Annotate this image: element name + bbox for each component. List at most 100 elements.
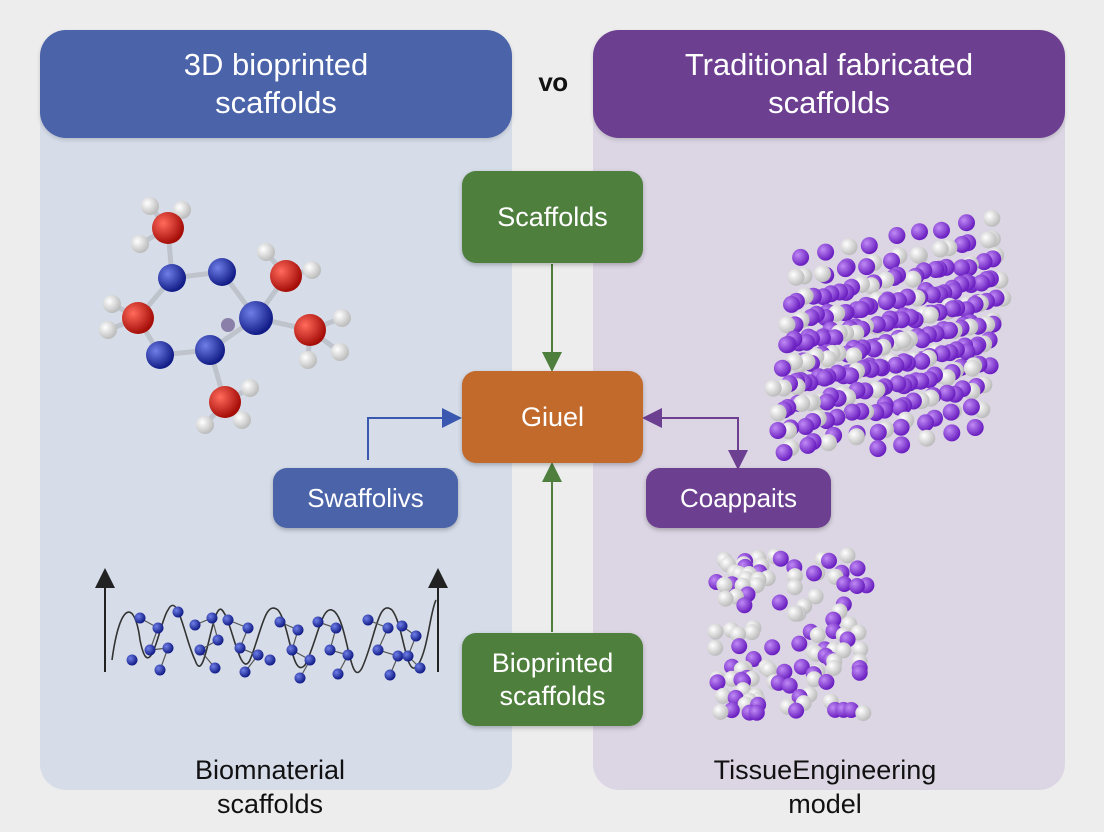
atom [825, 611, 842, 628]
atom [818, 673, 835, 690]
atom [815, 369, 833, 387]
atom [783, 295, 800, 313]
atom [771, 594, 788, 611]
atom [712, 703, 729, 720]
atom [772, 550, 789, 567]
atom [736, 597, 753, 614]
left-panel-header: 3D bioprinted scaffolds [40, 30, 512, 138]
atom [744, 624, 760, 641]
atom [855, 705, 872, 721]
atom [818, 393, 836, 411]
atom [760, 661, 777, 678]
atom [911, 223, 928, 241]
atom [845, 347, 863, 365]
atom [917, 414, 935, 432]
right-panel-title: Traditional fabricated scaffolds [684, 47, 974, 120]
vs-label: vo [538, 67, 568, 97]
atom [709, 674, 726, 691]
atom [840, 238, 858, 256]
atom [786, 579, 803, 596]
atom [787, 268, 805, 286]
atom [707, 623, 724, 640]
connector-left-to-center [367, 408, 462, 460]
atom [983, 209, 1001, 227]
atom [781, 677, 798, 694]
atom [953, 259, 970, 277]
left-panel-title: 3D bioprinted scaffolds [183, 47, 369, 120]
atom [786, 568, 803, 585]
right-panel-header: Traditional fabricated scaffolds [593, 30, 1065, 138]
atom [835, 642, 852, 659]
atom [860, 237, 878, 255]
atom [953, 236, 971, 253]
atom [775, 444, 793, 461]
atom [847, 428, 865, 446]
molecule-illustration [99, 197, 351, 434]
atom [858, 258, 876, 276]
atom [730, 626, 746, 643]
atom [849, 560, 866, 577]
atom [893, 436, 911, 454]
atom [963, 359, 981, 377]
atom [966, 419, 984, 436]
atom [791, 635, 808, 652]
atom [942, 403, 960, 421]
atom [892, 418, 910, 436]
atom [843, 403, 861, 421]
atom [944, 300, 961, 318]
atom [839, 547, 856, 564]
atom [836, 260, 854, 278]
atom [877, 293, 895, 311]
atom [707, 639, 724, 656]
atom [941, 321, 958, 339]
atom [979, 231, 997, 249]
left-node: Swaffolivs [273, 468, 458, 528]
bioprinted-scaffolds-node: Bioprinted scaffolds [462, 633, 643, 726]
atom [931, 240, 949, 258]
atom [938, 369, 956, 387]
atom [716, 576, 733, 593]
atom [842, 367, 860, 385]
atom [918, 429, 936, 447]
atom [894, 331, 912, 349]
atom [773, 359, 791, 377]
right-caption: TissueEngineering model [713, 755, 937, 819]
atom [731, 638, 748, 655]
atom [889, 375, 907, 393]
atom [807, 588, 824, 605]
atom [975, 253, 993, 271]
atom [799, 436, 817, 454]
atom [851, 664, 868, 681]
connector-center-to-right [652, 417, 748, 470]
atom [913, 352, 931, 370]
atom [933, 221, 950, 239]
atom [806, 565, 822, 582]
atom [891, 398, 909, 416]
center-node: Giuel [462, 371, 643, 463]
right-node: Coappaits [646, 468, 831, 528]
atom [813, 265, 831, 283]
atom [909, 246, 927, 264]
atom [764, 379, 782, 397]
atom [787, 605, 804, 622]
atom [797, 418, 815, 435]
atom [820, 434, 837, 452]
atom [778, 336, 796, 354]
atom [869, 440, 887, 457]
atom [972, 274, 990, 292]
left-caption: Biomnaterial scaffolds [194, 755, 346, 819]
atom [788, 702, 805, 719]
atom [825, 659, 842, 676]
atom [852, 641, 869, 658]
cluster-illustration [707, 547, 875, 721]
atom [888, 227, 906, 244]
atom [778, 316, 796, 334]
atom [821, 552, 837, 569]
atom [904, 270, 922, 288]
atom [764, 639, 781, 656]
atom [923, 286, 941, 304]
atom [938, 384, 956, 402]
atom [806, 671, 823, 688]
atom [921, 306, 939, 324]
